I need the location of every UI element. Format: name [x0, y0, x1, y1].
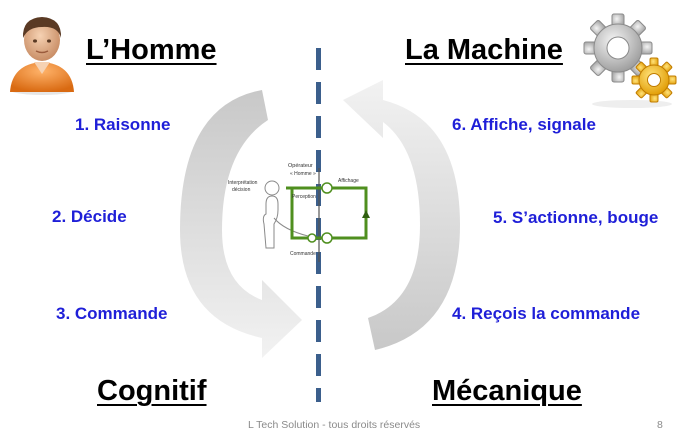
- label-operator: Opérateur: [288, 163, 313, 169]
- label-perception: Perception: [292, 194, 316, 200]
- bottom-right-label: Mécanique: [432, 375, 582, 407]
- operator-arm: [273, 217, 309, 237]
- perception-dial: [307, 233, 317, 243]
- footer-text: L Tech Solution - tous droits réservés: [248, 419, 421, 431]
- operator-head: [264, 180, 280, 196]
- control-dial: [321, 232, 333, 244]
- label-homme: « Homme »: [290, 171, 316, 177]
- step-commande: 3. Commande: [56, 304, 168, 323]
- right-arrow: [343, 80, 460, 350]
- person-icon: [10, 17, 74, 95]
- label-affichage: Affichage: [338, 178, 359, 184]
- label-interpretation: Interprétation: [228, 180, 258, 186]
- left-title: L’Homme: [86, 34, 217, 66]
- step-affiche: 6. Affiche, signale: [452, 115, 596, 134]
- right-title: La Machine: [405, 34, 563, 66]
- display-dial: [321, 182, 333, 194]
- step-raisonne: 1. Raisonne: [75, 115, 171, 134]
- bottom-left-label: Cognitif: [97, 375, 207, 407]
- operator-silhouette: [262, 195, 279, 249]
- left-arrow: [180, 90, 302, 358]
- step-decide: 2. Décide: [52, 207, 127, 226]
- label-decision: décision: [232, 187, 251, 193]
- human-machine-loop-diagram: Opérateur « Homme » Affichage Interpréta…: [228, 163, 370, 262]
- step-recois: 4. Reçois la commande: [452, 304, 641, 323]
- label-commande: Commande: [290, 251, 316, 257]
- page-number: 8: [657, 419, 663, 431]
- gears-icon: [583, 13, 677, 108]
- step-actionne: 5. S’actionne, bouge: [493, 208, 659, 227]
